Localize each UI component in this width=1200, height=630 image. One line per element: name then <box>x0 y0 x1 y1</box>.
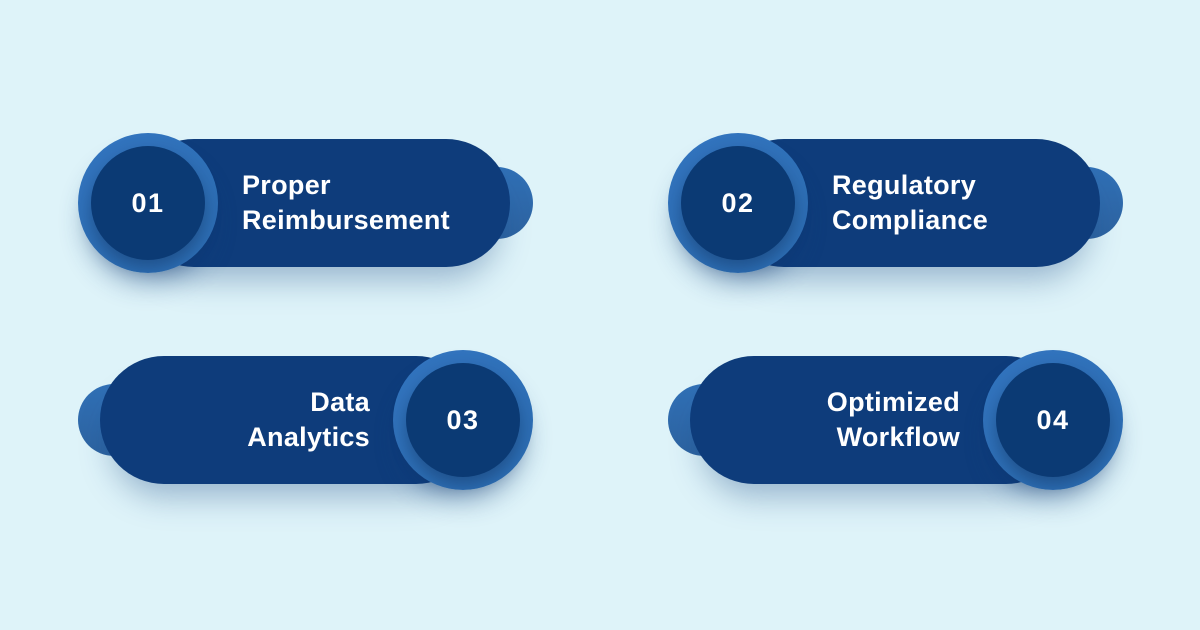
step-number: 02 <box>721 187 755 218</box>
feature-title-line: Analytics <box>247 422 370 452</box>
step-number-circle: 01 <box>91 146 205 260</box>
step-number-badge-3: 03 <box>393 350 533 490</box>
feature-item-3: Data Analytics 03 <box>78 350 533 490</box>
step-number-circle: 03 <box>406 363 520 477</box>
step-number-badge-2: 02 <box>668 133 808 273</box>
feature-title-line: Reimbursement <box>242 205 450 235</box>
feature-item-1: Proper Reimbursement 01 <box>78 133 533 273</box>
feature-title-line: Proper <box>242 170 331 200</box>
step-number-badge-1: 01 <box>78 133 218 273</box>
step-number-circle: 02 <box>681 146 795 260</box>
feature-item-4: Optimized Workflow 04 <box>668 350 1123 490</box>
step-number: 03 <box>446 404 480 435</box>
feature-title-line: Data <box>310 387 370 417</box>
step-number: 01 <box>131 187 165 218</box>
feature-title-3: Data Analytics <box>247 385 370 455</box>
feature-title-2: Regulatory Compliance <box>832 168 988 238</box>
step-number-badge-4: 04 <box>983 350 1123 490</box>
feature-title-line: Compliance <box>832 205 989 235</box>
feature-title-1: Proper Reimbursement <box>242 168 450 238</box>
feature-title-line: Workflow <box>836 422 960 452</box>
feature-item-2: Regulatory Compliance 02 <box>668 133 1123 273</box>
step-number-circle: 04 <box>996 363 1110 477</box>
step-number: 04 <box>1036 404 1070 435</box>
feature-title-line: Optimized <box>826 387 960 417</box>
feature-title-4: Optimized Workflow <box>827 385 960 455</box>
feature-title-line: Regulatory <box>832 170 977 200</box>
